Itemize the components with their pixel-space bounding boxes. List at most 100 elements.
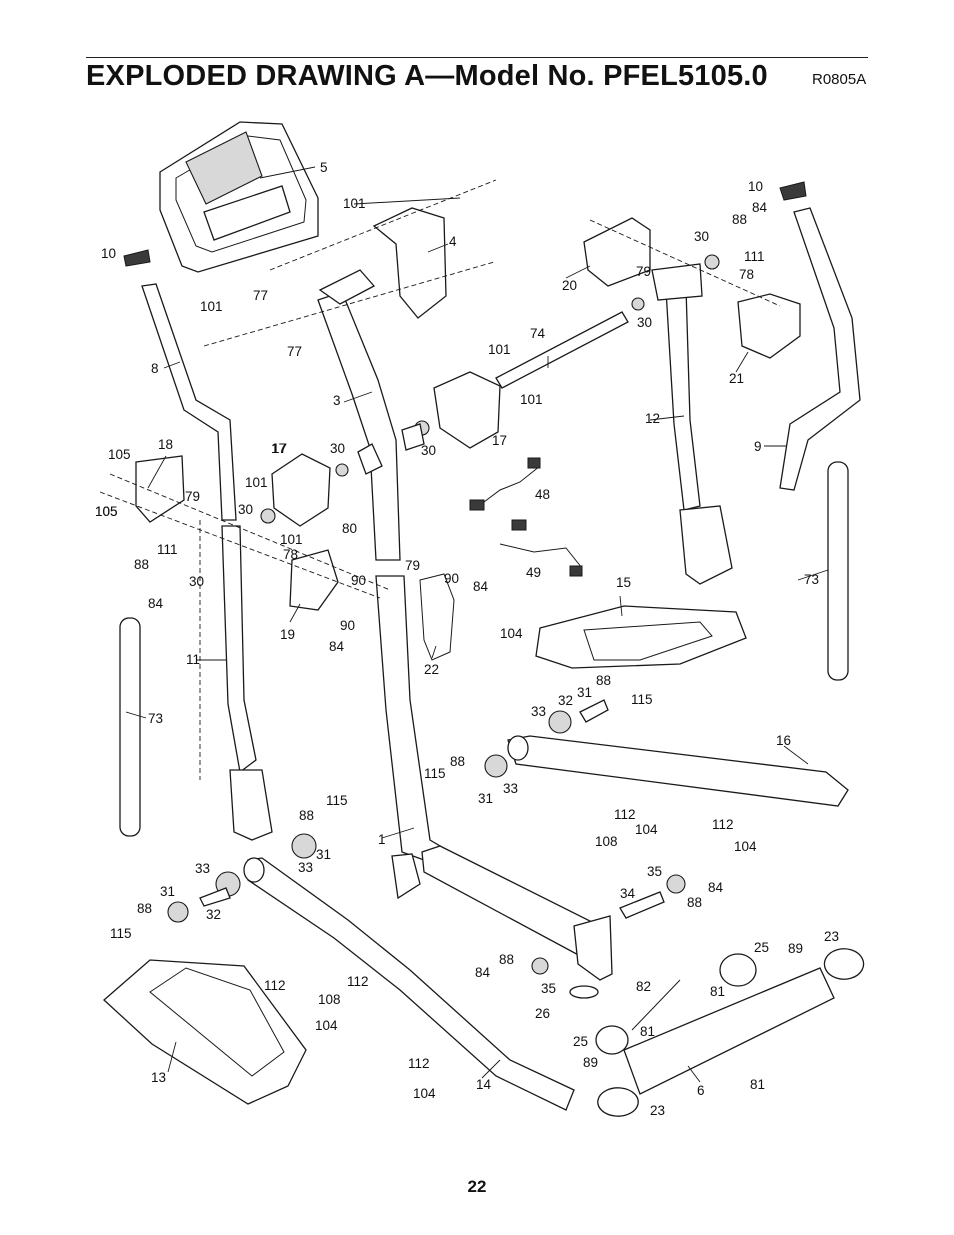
page-number: 22 [467, 1177, 487, 1196]
part-number-label: 31 [478, 791, 493, 806]
part-number-label: 31 [316, 847, 331, 862]
part-number-label: 88 [137, 901, 152, 916]
part-number-label: 84 [148, 596, 164, 611]
part-number-label: 13 [151, 1070, 166, 1085]
part-number-label: 101 [488, 342, 511, 357]
part-number-label: 108 [318, 992, 341, 1007]
part-number-label: 104 [500, 626, 523, 641]
part-number-label: 104 [635, 822, 658, 837]
part-number-label: 112 [712, 817, 734, 832]
part-number-label: 79 [636, 264, 651, 279]
part-number-label: 78 [739, 267, 754, 282]
page-title: EXPLODED DRAWING A—Model No. PFEL5105.0 [86, 60, 768, 92]
stabilizer-tube-parts [119, 461, 849, 837]
part-number-label: 101 [343, 196, 366, 211]
part-number-label: 88 [499, 952, 514, 967]
part-number-label: 84 [473, 579, 489, 594]
part-number-label: 3 [333, 393, 341, 408]
part-number-label: 77 [287, 344, 302, 359]
leader-lines [125, 166, 829, 1083]
part-number-label: 74 [530, 326, 546, 341]
part-number-label: 5 [320, 160, 328, 175]
part-number-label: 89 [788, 941, 803, 956]
part-number-label: 81 [640, 1024, 655, 1039]
part-number-label: 79 [185, 489, 200, 504]
part-number-label: 108 [595, 834, 618, 849]
bottle-holder-part [419, 573, 455, 661]
axle-part [99, 179, 781, 599]
part-number-label: 79 [405, 558, 420, 573]
part-number-label: 49 [526, 565, 541, 580]
part-number-label: 105 [95, 504, 118, 519]
shield-parts [135, 217, 801, 611]
part-number-label: 10 [101, 246, 116, 261]
part-number-label: 18 [158, 437, 173, 452]
part-number-label: 16 [776, 733, 791, 748]
part-number-label: 17 [271, 441, 286, 456]
part-number-label: 80 [342, 521, 357, 536]
part-number-label: 90 [444, 571, 459, 586]
part-number-label: 104 [315, 1018, 338, 1033]
part-number-label: 88 [732, 212, 747, 227]
part-number-label: 84 [329, 639, 345, 654]
part-number-label: 17 [492, 433, 507, 448]
part-number-label: 115 [424, 766, 446, 781]
part-number-label: 35 [541, 981, 556, 996]
part-number-label: 112 [347, 974, 369, 989]
part-number-label: 30 [238, 502, 253, 517]
part-number-label: 32 [558, 693, 573, 708]
part-number-label: 30 [694, 229, 709, 244]
part-number-label: 11 [186, 652, 200, 667]
part-number-label: 89 [583, 1055, 598, 1070]
part-number-label: 88 [450, 754, 465, 769]
drawing-code: R0805A [812, 71, 867, 88]
part-number-label: 73 [148, 711, 163, 726]
part-number-label: 101 [520, 392, 543, 407]
part-number-label: 12 [645, 411, 660, 426]
part-number-label: 33 [531, 704, 546, 719]
part-number-label: 112 [614, 807, 636, 822]
part-number-label: 20 [562, 278, 577, 293]
part-number-label: 1 [378, 832, 386, 847]
part-number-label: 30 [637, 315, 652, 330]
part-number-label: 21 [729, 371, 744, 386]
part-number-label: 88 [596, 673, 611, 688]
part-number-label: 30 [421, 443, 436, 458]
part-number-label: 34 [620, 886, 636, 901]
part-number-label: 10 [748, 179, 763, 194]
part-number-label: 105 [108, 447, 131, 462]
left-pedal-arm-part [243, 857, 575, 1111]
right-lower-arm-part [651, 263, 733, 585]
frame-upright-part [317, 269, 442, 861]
right-pedal-part [535, 605, 747, 669]
part-number-label: 115 [110, 926, 132, 941]
part-number-label: 30 [189, 574, 204, 589]
upper-bracket-part [353, 197, 461, 319]
part-number-label: 112 [264, 978, 286, 993]
part-number-label: 112 [408, 1056, 430, 1071]
part-number-label: 33 [298, 860, 313, 875]
part-number-label: 14 [476, 1077, 492, 1092]
part-number-label: 23 [650, 1103, 665, 1118]
part-number-label: 104 [413, 1086, 436, 1101]
part-number-label: 88 [134, 557, 149, 572]
part-number-label: 104 [734, 839, 757, 854]
part-number-label: 15 [616, 575, 631, 590]
part-number-label: 25 [754, 940, 769, 955]
right-pedal-arm-part [507, 735, 849, 807]
part-number-label: 48 [535, 487, 550, 502]
part-number-label: 35 [647, 864, 662, 879]
part-labels: 5101104771017781052079308884101117830742… [95, 160, 839, 1118]
part-number-label: 22 [424, 662, 439, 677]
part-number-label: 115 [326, 793, 348, 808]
part-number-label: 84 [708, 880, 724, 895]
part-number-label: 6 [697, 1083, 705, 1098]
part-number-label: 101 [200, 299, 223, 314]
part-number-label: 81 [750, 1077, 765, 1092]
left-pedal-part [103, 959, 307, 1105]
fastener-parts [167, 254, 720, 975]
part-number-label: 101 [280, 532, 303, 547]
part-number-label: 26 [535, 1006, 550, 1021]
part-number-label: 105 [95, 504, 118, 519]
part-number-label: 23 [824, 929, 839, 944]
